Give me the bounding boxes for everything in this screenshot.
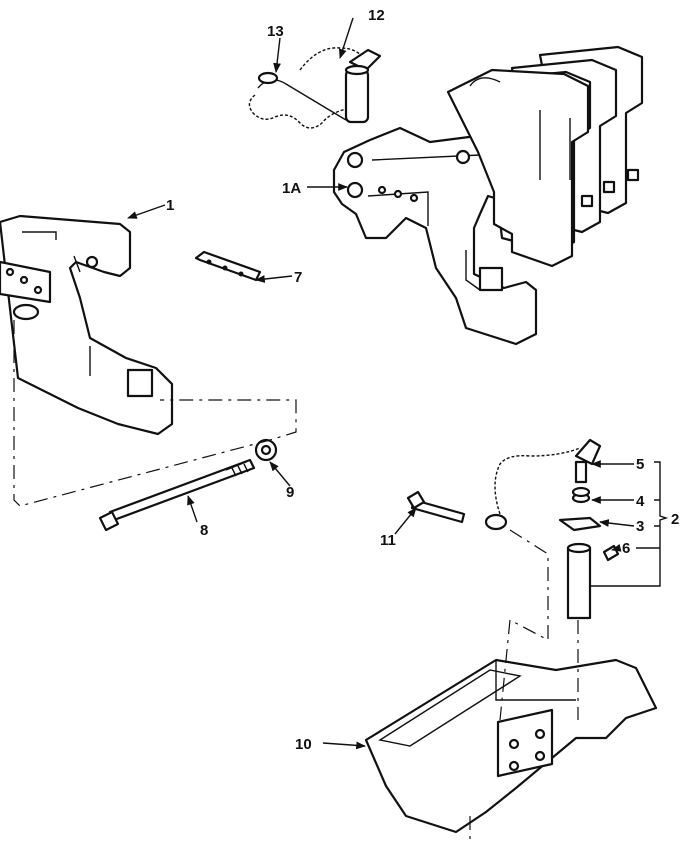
long-bolt-8 bbox=[98, 458, 256, 532]
callout-2: 2 bbox=[671, 511, 679, 528]
callout-3: 3 bbox=[636, 518, 644, 535]
washer-9 bbox=[254, 438, 278, 462]
callout-12: 12 bbox=[368, 7, 385, 24]
suitcase-weight-1 bbox=[0, 214, 174, 436]
callout-5: 5 bbox=[636, 456, 644, 473]
callout-13: 13 bbox=[267, 23, 284, 40]
front-weight-stack bbox=[446, 45, 644, 268]
callout-4: 4 bbox=[636, 493, 645, 510]
callout-7: 7 bbox=[294, 269, 302, 286]
callout-11: 11 bbox=[380, 532, 396, 549]
leader-lines bbox=[127, 17, 669, 750]
alignment-line-11-to-10 bbox=[499, 529, 549, 721]
bottom-weight-10 bbox=[364, 658, 658, 834]
lynch-pin-with-chain-12-13 bbox=[248, 47, 382, 129]
callout-8: 8 bbox=[200, 522, 208, 539]
callout-10: 10 bbox=[295, 736, 312, 753]
callout-1a: 1A bbox=[282, 180, 301, 197]
alignment-line-1-to-8 bbox=[13, 320, 297, 507]
callout-6: 6 bbox=[622, 540, 630, 557]
link-plate-7 bbox=[194, 250, 262, 282]
alignment-line-pin-vertical bbox=[469, 620, 579, 845]
callout-9: 9 bbox=[286, 484, 294, 501]
weight-bracket-1a bbox=[332, 126, 538, 346]
pin-assembly-2 bbox=[494, 438, 620, 620]
callout-1: 1 bbox=[166, 197, 174, 214]
bolt-11 bbox=[406, 490, 508, 531]
